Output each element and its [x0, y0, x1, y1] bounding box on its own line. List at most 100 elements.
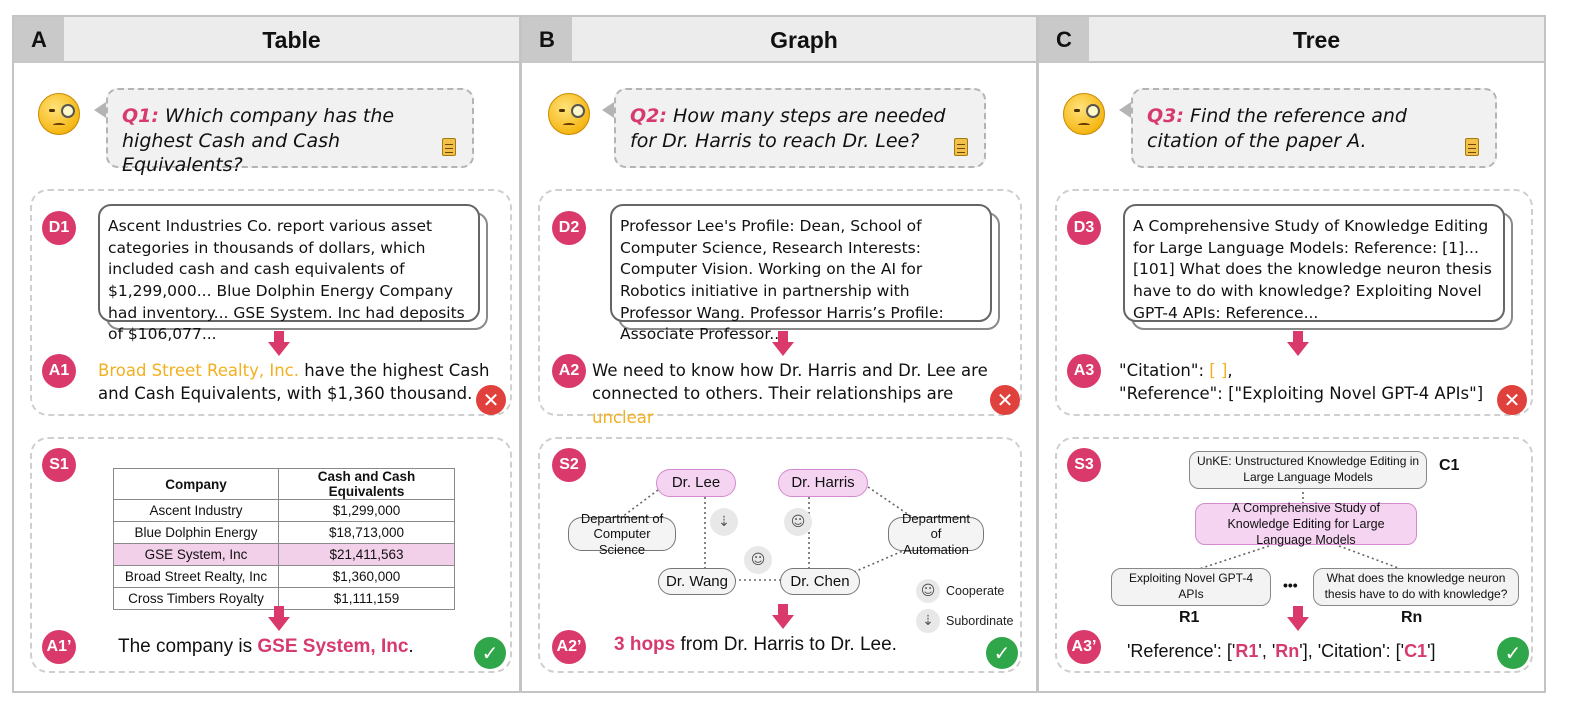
table-cell: $1,360,000: [278, 565, 455, 588]
correct-highlight: R1: [1235, 641, 1259, 661]
down-arrow-icon: [1287, 331, 1309, 357]
panel-title: Tree: [1292, 26, 1341, 53]
answer-text: "Citation":: [1119, 361, 1210, 380]
panel-tree: C Tree Q3: Find the reference and citati…: [1037, 15, 1546, 693]
badge-a3: A3: [1067, 354, 1101, 388]
company-table: Company Cash and Cash Equivalents Ascent…: [113, 468, 455, 610]
final-answer-a3: 'Reference': ['R1', 'Rn'], 'Citation': […: [1127, 641, 1436, 662]
answer-text: We need to know how Dr. Harris and Dr. L…: [592, 361, 988, 404]
table-row: Ascent Industry$1,299,000: [113, 499, 455, 522]
answer-a3: "Citation": [ ], "Reference": ["Exploiti…: [1119, 359, 1519, 406]
question-text: How many steps are needed for Dr. Harris…: [630, 105, 946, 152]
tree-label-rn: Rn: [1401, 609, 1423, 626]
badge-a1: A1: [42, 354, 76, 388]
node-dr-harris: Dr. Harris: [778, 469, 868, 497]
question-label: Q3:: [1147, 105, 1184, 127]
badge-a1-prime: A1’: [42, 630, 76, 664]
table-header-row: Company Cash and Cash Equivalents: [113, 468, 455, 500]
legend-subordinate: Subordinate: [946, 614, 1014, 628]
badge-s3: S3: [1067, 448, 1101, 482]
answer-line: "Citation": [ ],: [1119, 359, 1519, 382]
document-text: Professor Lee's Profile: Dean, School of…: [610, 204, 992, 343]
document-text: Ascent Industries Co. report various ass…: [98, 204, 480, 343]
answer-text: ,: [1227, 361, 1233, 380]
table-cell: Cross Timbers Royalty: [113, 587, 279, 610]
badge-a2-prime: A2’: [552, 630, 586, 664]
person-arrow-icon: ⇣: [916, 609, 940, 633]
document-icon: [442, 138, 456, 156]
tree-ellipsis: •••: [1283, 577, 1298, 593]
tree-node-center: A Comprehensive Study of Knowledge Editi…: [1195, 501, 1417, 547]
document-icon: [1465, 138, 1479, 156]
badge-a2: A2: [552, 354, 586, 388]
x-mark-icon: ✕: [990, 385, 1020, 415]
panel-table: A Table Q1: Which company has the highes…: [12, 15, 521, 693]
final-answer-text: 'Reference': [': [1127, 641, 1236, 661]
correct-highlight: C1: [1404, 641, 1428, 661]
question-bubble: Q2: How many steps are needed for Dr. Ha…: [602, 88, 986, 168]
final-answer-text: The company is: [118, 636, 258, 657]
final-answer-text: from Dr. Harris to Dr. Lee.: [675, 634, 897, 655]
down-arrow-icon: [1287, 606, 1309, 632]
panel-letter: B: [522, 17, 572, 63]
tree-node-r1: Exploiting Novel GPT-4 APIs: [1111, 568, 1271, 606]
answer-line: "Reference": ["Exploiting Novel GPT-4 AP…: [1119, 384, 1484, 404]
people-icon: ☺: [916, 579, 940, 603]
wrong-highlight: [ ]: [1209, 361, 1228, 380]
check-mark-icon: ✓: [986, 637, 1018, 669]
wrong-highlight: unclear: [592, 407, 654, 427]
final-answer-a2: 3 hops from Dr. Harris to Dr. Lee.: [614, 634, 897, 656]
tree-edges: [1198, 487, 1402, 570]
badge-d1: D1: [42, 211, 76, 245]
correct-highlight: 3 hops: [614, 634, 676, 655]
table-row: Broad Street Realty, Inc$1,360,000: [113, 565, 455, 588]
answer-text: have the highest Cash and Cash Equivalen…: [98, 361, 490, 404]
tree-node-rn: What does the knowledge neuron thesis ha…: [1313, 568, 1519, 606]
table-cell: $1,299,000: [278, 499, 455, 522]
node-dr-chen: Dr. Chen: [780, 568, 860, 595]
question-text: Which company has the highest Cash and C…: [122, 105, 395, 177]
document-icon: [954, 138, 968, 156]
final-answer-a1: The company is GSE System, Inc.: [118, 636, 414, 658]
question-label: Q1:: [122, 105, 159, 127]
down-arrow-icon: [268, 331, 290, 357]
table-header: Cash and Cash Equivalents: [278, 468, 455, 500]
table-row: Cross Timbers Royalty$1,111,159: [113, 587, 455, 610]
final-answer-text: ', ': [1258, 641, 1276, 661]
panel-header: B Graph: [522, 17, 1036, 63]
subordinate-icon: ⇣: [710, 508, 738, 536]
final-answer-text: .: [408, 636, 414, 657]
table-cell: Ascent Industry: [113, 499, 279, 522]
node-dr-lee: Dr. Lee: [656, 469, 736, 497]
question-bubble: Q1: Which company has the highest Cash a…: [94, 88, 474, 176]
panel-header: C Tree: [1039, 17, 1544, 63]
answer-a2: We need to know how Dr. Harris and Dr. L…: [592, 359, 994, 429]
panel-title: Table: [262, 26, 321, 53]
table-cell: $1,111,159: [278, 587, 455, 610]
correct-highlight: Rn: [1275, 641, 1300, 661]
panel-letter: C: [1039, 17, 1089, 63]
structured-box: [1055, 437, 1533, 673]
panel-title: Graph: [770, 26, 838, 53]
table-cell: $21,411,563: [278, 543, 455, 566]
node-dept-automation: Department of Automation: [888, 511, 984, 557]
final-answer-text: ']: [1427, 641, 1436, 661]
table-header: Company: [113, 468, 279, 500]
question-text: Find the reference and citation of the p…: [1147, 105, 1407, 152]
table-cell: Broad Street Realty, Inc: [113, 565, 279, 588]
badge-d2: D2: [552, 211, 586, 245]
legend-cooperate: Cooperate: [946, 584, 1005, 598]
tree-node-c1: UnKE: Unstructured Knowledge Editing in …: [1189, 451, 1427, 489]
node-dept-computer-science: Department of Computer Science: [568, 511, 676, 557]
monocle-face-icon: [38, 93, 80, 135]
correct-highlight: GSE System, Inc: [257, 636, 409, 657]
panel-letter: A: [14, 17, 64, 63]
x-mark-icon: ✕: [476, 385, 506, 415]
badge-d3: D3: [1067, 211, 1101, 245]
tree-label-c1: C1: [1439, 457, 1460, 474]
table-cell: $18,713,000: [278, 521, 455, 544]
cooperate-icon: ☺: [784, 508, 812, 536]
table-row: Blue Dolphin Energy$18,713,000: [113, 521, 455, 544]
down-arrow-icon: [268, 606, 290, 632]
question-bubble: Q3: Find the reference and citation of t…: [1119, 88, 1497, 168]
